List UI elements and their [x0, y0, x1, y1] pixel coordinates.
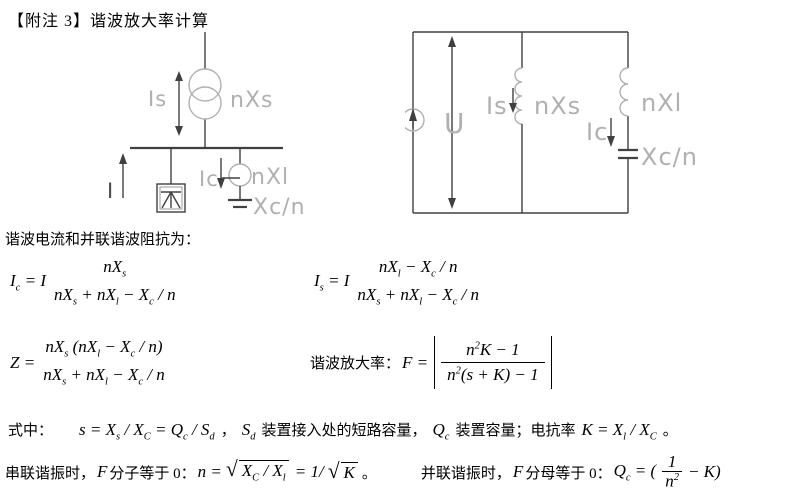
filter-inductor-icon: [619, 67, 629, 117]
resonance-line: 串联谐振时， F 分子等于 0： n = XC / Xl = 1/ K 。 并联…: [5, 450, 723, 494]
formula-f-label: 谐波放大率：: [310, 356, 401, 373]
capacitor-icon: [228, 198, 252, 209]
parallel-minus-k: − K): [687, 462, 721, 481]
formula-f-denominator: n2(s + K) − 1: [441, 362, 545, 387]
current-source-icon: [405, 108, 425, 132]
is-double-arrow: [175, 71, 183, 136]
formula-ic-lhs: Ic = I: [10, 271, 46, 294]
left-circuit-diagram: Is nXs I Ic: [107, 32, 306, 220]
ic-current-arrow: [217, 158, 225, 189]
k-definition: K = Xl / XC: [581, 420, 657, 443]
qc-description: 装置容量；电抗率: [455, 423, 576, 439]
formula-z-lhs: Z =: [10, 352, 36, 372]
transformer-icon: [188, 68, 222, 120]
i-label: I: [107, 179, 113, 203]
series-resonance-text: 串联谐振时，: [5, 465, 96, 482]
nxs-label: nXs: [534, 92, 581, 120]
xcn-label: Xc/n: [253, 195, 306, 220]
formula-ic: Ic = I nXs nXs + nXl − Xc / n: [8, 256, 178, 309]
formula-is: Is = I nXl − Xc / n nXs + nXl − Xc / n: [312, 256, 481, 309]
formula-is-lhs: Is = I: [314, 271, 350, 294]
circuit-frame: [412, 31, 629, 214]
formula-is-fraction: nXl − Xc / n nXs + nXl − Xc / n: [355, 256, 481, 309]
nxs-label: nXs: [230, 88, 273, 113]
formula-ic-numerator: nXs: [103, 257, 127, 280]
parallel-qc-equals: Qc = (: [613, 460, 657, 484]
definitions-line: 式中： s = Xs / XC = Qc / Sd ， Sd 装置接入处的短路容…: [8, 415, 678, 452]
u-label: U: [444, 107, 466, 140]
period-1: 。: [662, 423, 678, 439]
formula-z: Z = nXs (nXl − Xc / n) nXs + nXl − Xc / …: [8, 336, 167, 389]
formula-f-numerator: n2K − 1: [466, 340, 520, 359]
sd-symbol: Sd: [241, 420, 256, 443]
formula-f-absolute-bars: n2K − 1 n2(s + K) − 1: [434, 336, 552, 390]
series-condition-text: 分子等于 0：: [109, 465, 196, 482]
is-current-arrow: [509, 88, 517, 113]
sd-description: 装置接入处的短路容量，: [261, 423, 427, 439]
ic-label: Ic: [586, 118, 608, 146]
nxl-label: nXl: [251, 165, 289, 190]
comma-1: ，: [220, 423, 236, 439]
series-sqrt-2-radicand: K: [340, 461, 358, 483]
xcn-label: Xc/n: [641, 143, 698, 171]
u-double-arrow: [448, 36, 456, 209]
source-branch-inductor-icon: [514, 32, 523, 213]
right-circuit-diagram: U Is nXs nXl Ic Xc/n: [405, 31, 698, 214]
series-equals-one-over: = 1/: [294, 462, 324, 481]
qc-symbol: Qc: [432, 420, 450, 443]
parallel-fraction-denominator: n2: [662, 471, 682, 491]
is-label: Is: [486, 92, 508, 120]
formula-f-fraction: n2K − 1 n2(s + K) − 1: [439, 338, 547, 387]
formula-ic-denominator: nXs + nXl − Xc / n: [54, 284, 176, 308]
series-sqrt-1-radicand: XC / Xl: [238, 460, 289, 484]
formula-is-numerator: nXl − Xc / n: [378, 257, 458, 280]
nxl-label: nXl: [641, 89, 682, 117]
series-f-symbol: F: [97, 462, 108, 481]
definitions-label: 式中：: [8, 423, 54, 439]
series-sqrt-1: XC / Xl: [226, 460, 291, 484]
formula-ic-fraction: nXs nXs + nXl − Xc / n: [52, 256, 178, 309]
page-title: 【附注 3】谐波放大率计算: [8, 13, 210, 30]
formula-is-denominator: nXs + nXl − Xc / n: [357, 284, 479, 308]
series-period: 。: [361, 465, 377, 482]
parallel-resonance-text: 并联谐振时，: [420, 465, 511, 482]
ic-current-arrow: [607, 118, 615, 147]
parallel-f-symbol: F: [512, 462, 524, 481]
formula-z-denominator: nXs + nXl − Xc / n: [43, 364, 165, 388]
parallel-condition-text: 分母等于 0：: [525, 465, 612, 482]
parallel-fraction: 1 n2: [660, 453, 684, 490]
formula-f-lhs: F =: [402, 352, 429, 372]
harmonic-source-icon: [156, 148, 186, 213]
intro-text: 谐波电流和并联谐波阻抗为：: [5, 232, 201, 248]
reactor-icon: [222, 148, 252, 199]
i-current-arrow: [119, 153, 127, 198]
parallel-fraction-numerator: 1: [667, 452, 677, 472]
series-n-equals: n =: [197, 462, 222, 481]
filter-capacitor-icon: [618, 148, 638, 160]
series-sqrt-2: K: [328, 461, 360, 483]
formula-z-numerator: nXs (nXl − Xc / n): [45, 337, 163, 360]
formula-f: 谐波放大率： F = n2K − 1 n2(s + K) − 1: [310, 336, 552, 390]
ic-label: Ic: [199, 167, 219, 191]
formula-z-fraction: nXs (nXl − Xc / n) nXs + nXl − Xc / n: [41, 336, 167, 389]
s-definition: s = Xs / XC = Qc / Sd: [79, 420, 215, 443]
is-label: Is: [148, 87, 167, 111]
